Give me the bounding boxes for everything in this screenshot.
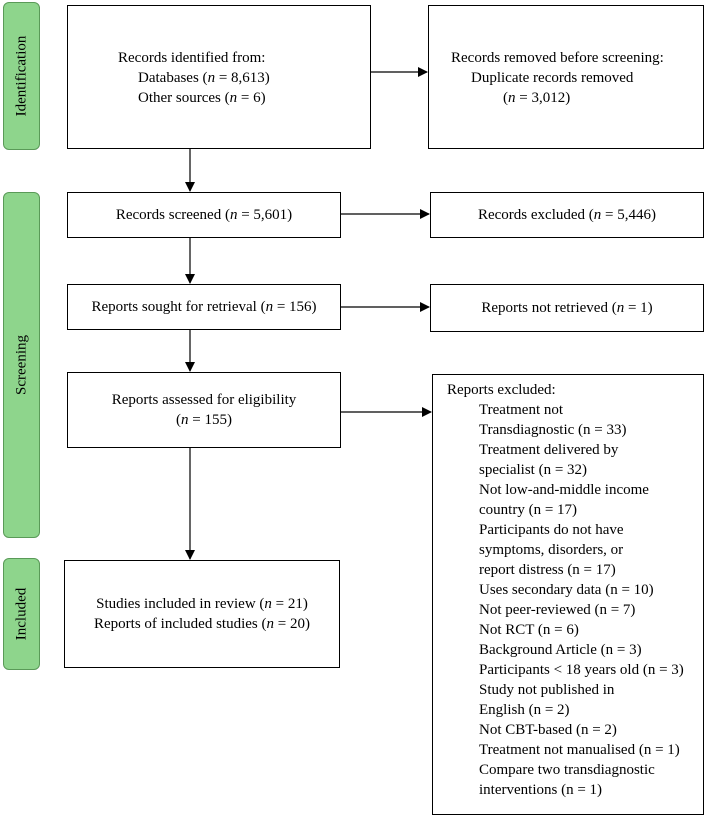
excluded-reason-line: Participants do not have <box>479 522 624 538</box>
reports-assessed-box: Reports assessed for eligibility (n = 15… <box>67 372 341 448</box>
excluded-reason-line: Transdiagnostic (n = 33) <box>479 422 627 438</box>
records-screened-box: Records screened (n = 5,601) <box>67 192 341 238</box>
records-identified-title: Records identified from: <box>118 50 266 66</box>
excluded-reason-line: Treatment not <box>479 402 564 418</box>
studies-included-text: Studies included in review (n = 21) Repo… <box>94 596 310 632</box>
excluded-reason-line: Not peer-reviewed (n = 7) <box>479 602 636 618</box>
excluded-reason-line: Compare two transdiagnostic <box>479 762 655 778</box>
excluded-reason-line: Uses secondary data (n = 10) <box>479 582 654 598</box>
excluded-reason-line: Study not published in <box>479 682 615 698</box>
reports-assessed-text: Reports assessed for eligibility (n = 15… <box>111 392 297 428</box>
studies-included-box: Studies included in review (n = 21) Repo… <box>64 560 340 668</box>
excluded-reason-line: Not RCT (n = 6) <box>479 622 579 638</box>
reports-not-retrieved-box: Reports not retrieved (n = 1) <box>430 284 704 332</box>
stage-included: Included <box>3 558 40 670</box>
records-removed-box: Records removed before screening: Duplic… <box>428 5 704 149</box>
records-identified-box: Records identified from: Databases (n = … <box>67 5 371 149</box>
reports-sought-text: Reports sought for retrieval (n = 156) <box>91 299 317 315</box>
excluded-reason-line: Treatment not manualised (n = 1) <box>479 742 680 758</box>
duplicates-removed-label: Duplicate records removed <box>471 70 634 86</box>
reports-not-retrieved-text: Reports not retrieved (n = 1) <box>481 300 653 316</box>
excluded-reason-line: Not low-and-middle income <box>479 482 649 498</box>
excluded-reason-line: Participants < 18 years old (n = 3) <box>479 662 684 678</box>
other-sources-count: Other sources (n = 6) <box>138 90 266 106</box>
excluded-reason-line: interventions (n = 1) <box>479 782 603 798</box>
records-excluded-text: Records excluded (n = 5,446) <box>477 207 656 223</box>
excluded-reason-line: country (n = 17) <box>479 502 578 518</box>
databases-count: Databases (n = 8,613) <box>138 70 270 86</box>
excluded-reason-line: Background Article (n = 3) <box>479 642 642 658</box>
stage-screening: Screening <box>3 192 40 538</box>
excluded-reason-line: report distress (n = 17) <box>479 562 616 578</box>
excluded-reason-line: symptoms, disorders, or <box>479 542 624 558</box>
excluded-reason-line: English (n = 2) <box>479 702 570 718</box>
excluded-reason-line: Not CBT-based (n = 2) <box>479 722 617 738</box>
reports-sought-box: Reports sought for retrieval (n = 156) <box>67 284 341 330</box>
excluded-reason-line: Treatment delivered by <box>479 442 619 458</box>
reports-excluded-title: Reports excluded: <box>447 382 556 398</box>
excluded-reason-line: specialist (n = 32) <box>479 462 588 478</box>
duplicates-removed-count: (n = 3,012) <box>503 90 571 106</box>
records-screened-text: Records screened (n = 5,601) <box>115 207 293 223</box>
records-excluded-box: Records excluded (n = 5,446) <box>430 192 704 238</box>
stage-identification: Identification <box>3 2 40 150</box>
records-removed-title: Records removed before screening: <box>451 50 664 66</box>
